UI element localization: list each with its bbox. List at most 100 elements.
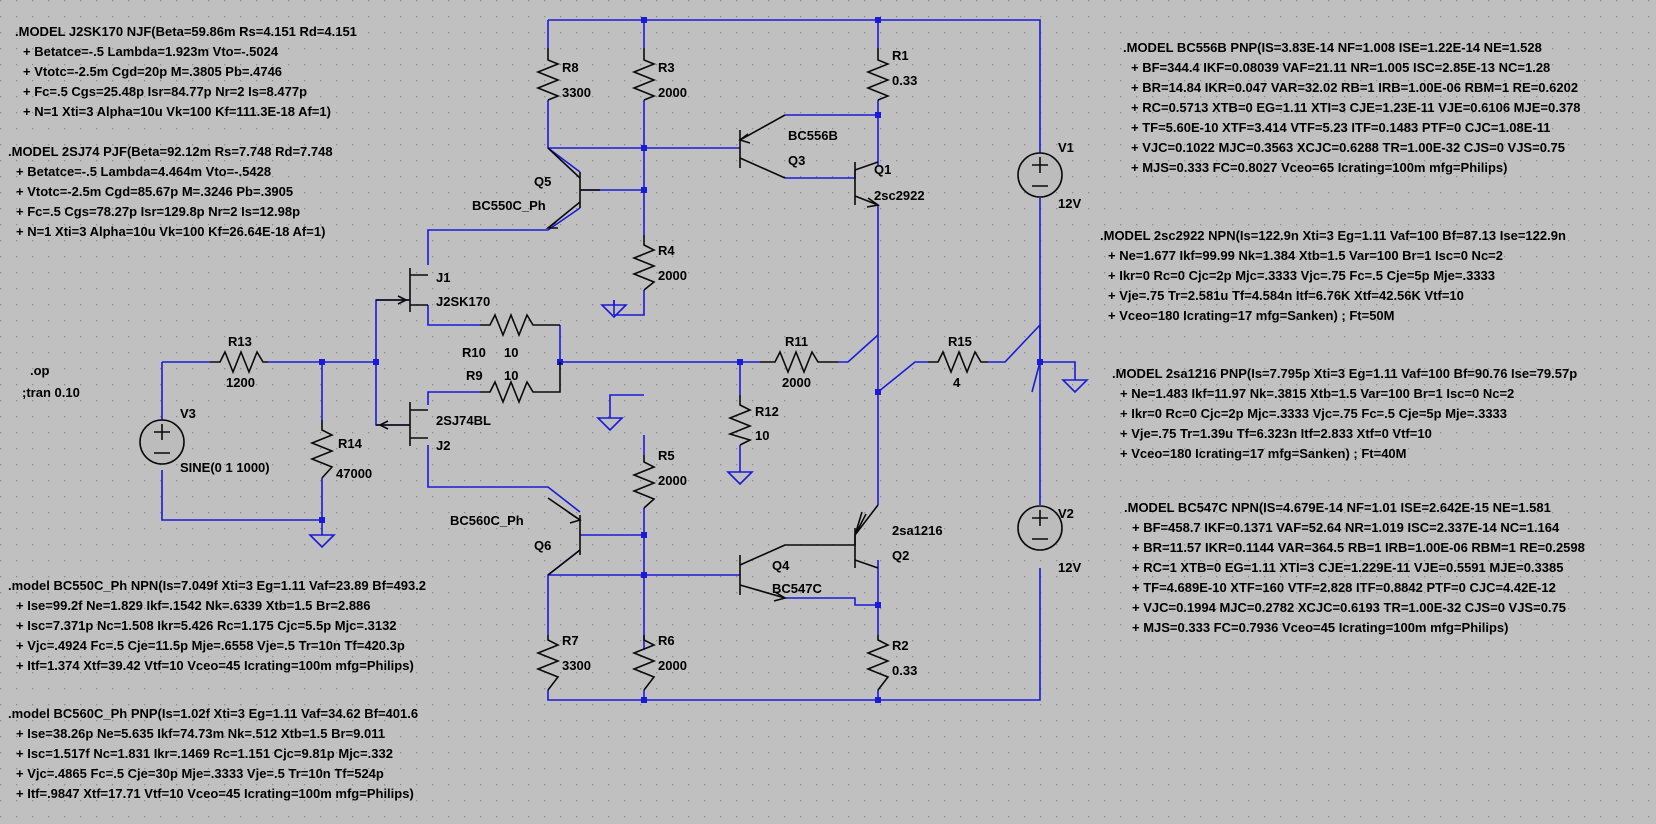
schematic-stroke: [1032, 510, 1048, 540]
schematic-stroke: [427, 445, 581, 513]
model-line: + Vje=.75 Tr=2.581u Tf=4.584n Itf=6.76K …: [1108, 288, 1464, 303]
model-line: + Ise=38.26p Ne=5.635 Ikf=74.73m Nk=.512…: [16, 726, 385, 741]
ground-r14: [308, 534, 336, 549]
schematic-stroke: [154, 424, 170, 454]
schematic-stroke: [875, 17, 881, 23]
schematic-stroke: [641, 187, 647, 193]
q5-symbol: [545, 147, 600, 229]
model-line: + Isc=7.371p Nc=1.508 Ikr=5.426 Rc=1.175…: [16, 618, 397, 633]
label-r11-value: 2000: [782, 375, 811, 390]
model-block-bc556b: .MODEL BC556B PNP(IS=3.83E-14 NF=1.008 I…: [1123, 40, 1581, 175]
label-v3-name: V3: [180, 406, 196, 421]
schematic-stroke: [875, 389, 881, 395]
spice-directives: .op ;tran 0.10: [22, 363, 80, 400]
directive-tran: ;tran 0.10: [22, 385, 80, 400]
schematic-stroke: [838, 334, 879, 363]
label-q2-name: Q2: [892, 548, 909, 563]
label-r5-name: R5: [658, 448, 675, 463]
label-r6-value: 2000: [658, 658, 687, 673]
schematic-stroke: [547, 147, 581, 179]
model-line: + MJS=0.333 FC=0.7936 Vceo=45 Icrating=1…: [1132, 620, 1508, 635]
ground-r5: [596, 417, 624, 432]
schematic-stroke: [427, 305, 480, 326]
sources: [139, 152, 1063, 551]
model-line: + Vtotc=-2.5m Cgd=85.67p M=.3246 Pb=.390…: [16, 184, 293, 199]
label-r11-name: R11: [785, 334, 808, 349]
junction-dots: [319, 17, 1043, 703]
schematic-stroke: [1040, 361, 1076, 380]
schematic-stroke: [641, 145, 647, 151]
schematic-stroke: [1017, 505, 1063, 551]
label-r1-name: R1: [892, 48, 909, 63]
schematic-stroke: [641, 697, 647, 703]
schematic-stroke: [547, 568, 1041, 701]
schematic-stroke: [785, 597, 878, 606]
model-block-j2sk170: .MODEL J2SK170 NJF(Beta=59.86m Rs=4.151 …: [15, 24, 357, 119]
r8-symbol: [535, 48, 561, 101]
label-v1-name: V1: [1058, 140, 1074, 155]
model-line: + Betatce=-.5 Lambda=1.923m Vto=-.5024: [23, 44, 279, 59]
model-line: + BR=11.57 IKR=0.1144 VAR=364.5 RB=1 IRB…: [1132, 540, 1585, 555]
grounds: [308, 300, 1089, 549]
schematic-stroke: [161, 470, 323, 521]
r7-symbol: [535, 635, 561, 691]
label-r5-value: 2000: [658, 473, 687, 488]
r14-symbol: [309, 420, 335, 479]
model-line: + Ikr=0 Rc=0 Cjc=2p Mjc=.3333 Vjc=.75 Fc…: [1120, 406, 1507, 421]
schematic-stroke: [567, 511, 582, 524]
j2-symbol: [376, 402, 428, 446]
model-line: + MJS=0.333 FC=0.8027 Vceo=65 Icrating=1…: [1131, 160, 1507, 175]
model-line: .MODEL 2sa1216 PNP(Is=7.795p Xti=3 Eg=1.…: [1112, 366, 1577, 381]
model-line: .MODEL 2SJ74 PJF(Beta=92.12m Rs=7.748 Rd…: [8, 144, 333, 159]
model-line: + Vje=.75 Tr=1.39u Tf=6.323n Itf=2.833 X…: [1120, 426, 1432, 441]
model-line: + VJC=0.1994 MJC=0.2782 XCJC=0.6193 TR=1…: [1132, 600, 1566, 615]
label-r10-value: 10: [504, 345, 518, 360]
label-r1-value: 0.33: [892, 73, 917, 88]
label-r8-value: 3300: [562, 85, 591, 100]
schematic-stroke: [397, 295, 408, 305]
label-j2-model: 2SJ74BL: [436, 413, 491, 428]
resistors: [210, 48, 988, 691]
label-q6-model: BC560C_Ph: [450, 513, 524, 528]
label-q4-model: BC547C: [772, 581, 822, 596]
j1-symbol: [376, 268, 428, 312]
label-r2-name: R2: [892, 638, 909, 653]
model-line: .MODEL J2SK170 NJF(Beta=59.86m Rs=4.151 …: [15, 24, 357, 39]
model-line: + TF=4.689E-10 XTF=160 VTF=2.828 ITF=0.8…: [1132, 580, 1556, 595]
label-r2-value: 0.33: [892, 663, 917, 678]
label-r3-value: 2000: [658, 85, 687, 100]
label-r8-name: R8: [562, 60, 579, 75]
r12-symbol: [727, 395, 753, 446]
label-r12-name: R12: [755, 404, 779, 419]
label-r10-name: R10: [462, 345, 486, 360]
model-line: + Vtotc=-2.5m Cgd=20p M=.3805 Pb=.4746: [23, 64, 282, 79]
schematic-stroke: [877, 361, 928, 393]
schematic-stroke: [875, 602, 881, 608]
v3-symbol: [139, 419, 185, 465]
ground-r4: [600, 300, 628, 319]
label-r7-value: 3300: [562, 658, 591, 673]
r15-symbol: [928, 349, 988, 375]
schematic-stroke: [319, 517, 325, 523]
model-line: + RC=1 XTB=0 EG=1.11 XTI=3 CJE=1.229E-11…: [1132, 560, 1563, 575]
label-q3-name: Q3: [788, 153, 805, 168]
model-line: + BF=344.4 IKF=0.08039 VAF=21.11 NR=1.00…: [1131, 60, 1550, 75]
model-line: + Ise=99.2f Ne=1.829 Ikf=.1542 Nk=.6339 …: [16, 598, 371, 613]
label-r4-value: 2000: [658, 268, 687, 283]
label-r3-name: R3: [658, 60, 675, 75]
schematic-stroke: [875, 112, 881, 118]
label-r14-name: R14: [338, 436, 363, 451]
model-line: + Itf=1.374 Xtf=39.42 Vtf=10 Vceo=45 Icr…: [16, 658, 414, 673]
model-line: + N=1 Xti=3 Alpha=10u Vk=100 Kf=111.3E-1…: [23, 104, 331, 119]
schematic-stroke: [1017, 152, 1063, 198]
schematic-stroke: [739, 584, 786, 599]
model-line: + BF=458.7 IKF=0.1371 VAF=52.64 NR=1.019…: [1132, 520, 1560, 535]
schematic-stroke: [739, 114, 786, 141]
label-r7-name: R7: [562, 633, 579, 648]
model-line: + Vceo=180 Icrating=17 mfg=Sanken) ; Ft=…: [1120, 446, 1406, 461]
schematic-stroke: [1032, 157, 1048, 187]
schematic-stroke: [854, 504, 879, 536]
schematic-stroke: [547, 549, 581, 576]
